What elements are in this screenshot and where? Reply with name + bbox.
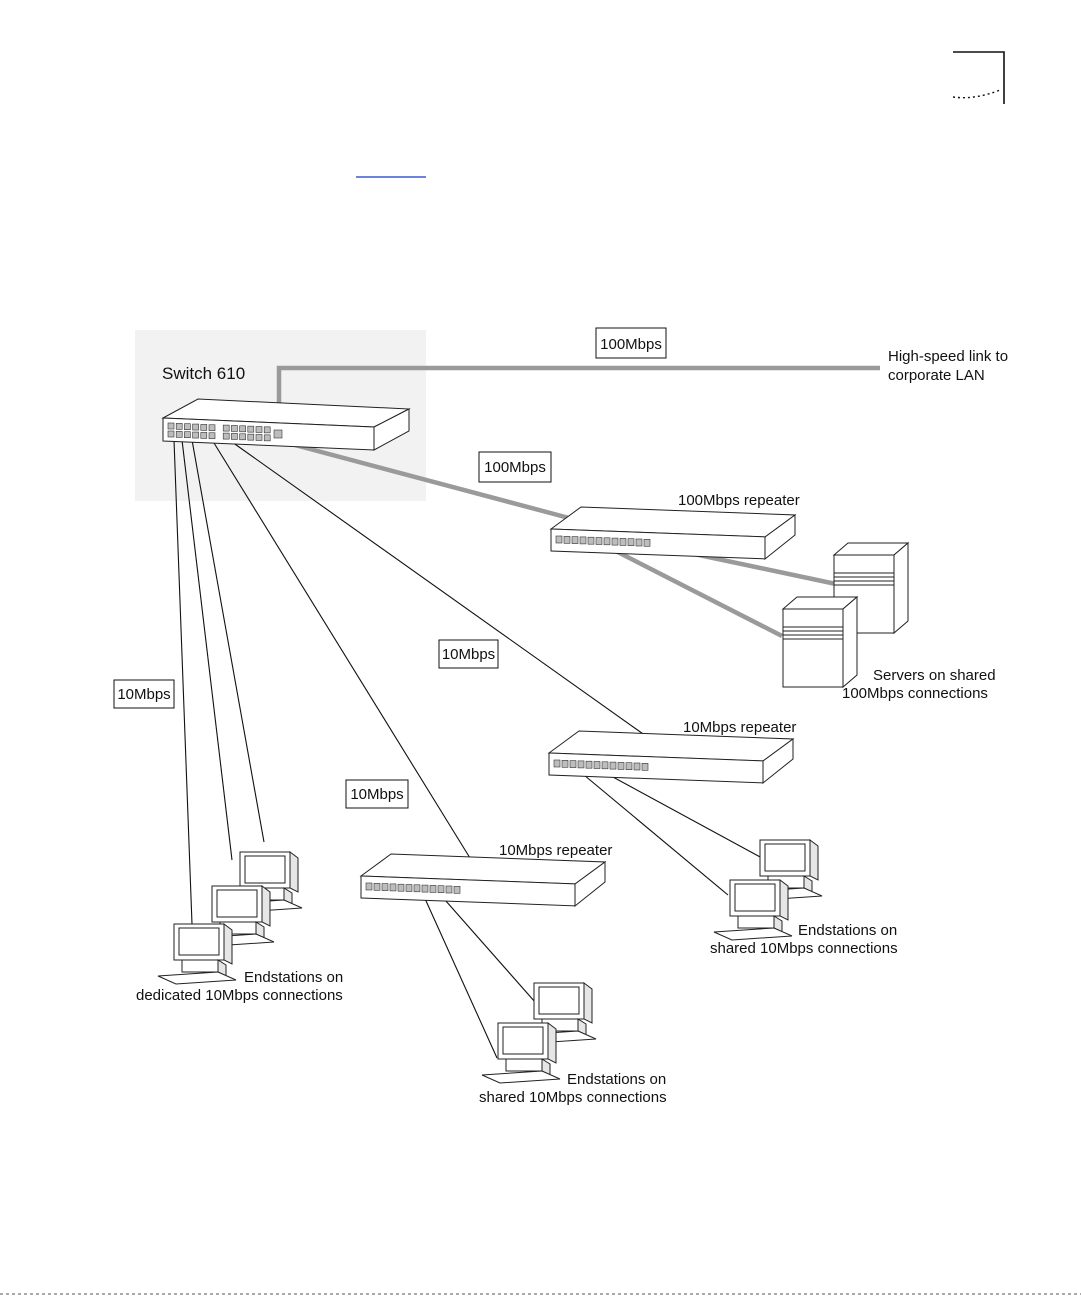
speed-label-right-repeater: 10Mbps bbox=[442, 646, 495, 663]
speed-label-dedicated: 10Mbps bbox=[117, 686, 170, 703]
dedicated-link-2 bbox=[182, 440, 232, 860]
fast-repeater-icon bbox=[551, 507, 795, 559]
desktop-computer-icon bbox=[158, 924, 236, 984]
dedicated-endstations-label-line2: dedicated 10Mbps connections bbox=[136, 987, 343, 1004]
switch-to-right-repeater-line bbox=[232, 442, 646, 736]
desktop-computer-icon bbox=[714, 880, 792, 940]
servers-label-line2: 100Mbps connections bbox=[842, 685, 988, 702]
dedicated-endstations-label-line1: Endstations on bbox=[244, 969, 343, 986]
desktop-computer-icon bbox=[482, 1023, 560, 1083]
switch-label: Switch 610 bbox=[162, 364, 245, 383]
servers-label-line1: Servers on shared bbox=[873, 667, 996, 684]
right-endstations-label-line2: shared 10Mbps connections bbox=[710, 940, 898, 957]
switch-to-center-repeater-line bbox=[214, 443, 470, 858]
dedicated-link-1 bbox=[174, 440, 192, 924]
center-endstations-label-line2: shared 10Mbps connections bbox=[479, 1089, 667, 1106]
speed-label-fast-repeater: 100Mbps bbox=[484, 459, 546, 476]
right-repeater-label: 10Mbps repeater bbox=[683, 719, 796, 736]
center-repeater-link-1 bbox=[438, 892, 535, 1002]
corporate-link-label-line1: High-speed link to bbox=[888, 348, 1008, 365]
center-repeater-icon bbox=[361, 854, 605, 906]
right-repeater-icon bbox=[549, 731, 793, 783]
right-endstations-label-line1: Endstations on bbox=[798, 922, 897, 939]
server-tower-icon bbox=[783, 597, 857, 687]
right-repeater-link-1 bbox=[600, 770, 762, 858]
center-endstations-label-line1: Endstations on bbox=[567, 1071, 666, 1088]
speed-label-corporate: 100Mbps bbox=[600, 336, 662, 353]
center-repeater-label: 10Mbps repeater bbox=[499, 842, 612, 859]
speed-label-center-repeater: 10Mbps bbox=[350, 786, 403, 803]
page-corner-mark-icon bbox=[953, 52, 1004, 104]
corporate-link-label-line2: corporate LAN bbox=[888, 367, 985, 384]
fast-repeater-label: 100Mbps repeater bbox=[678, 492, 800, 509]
